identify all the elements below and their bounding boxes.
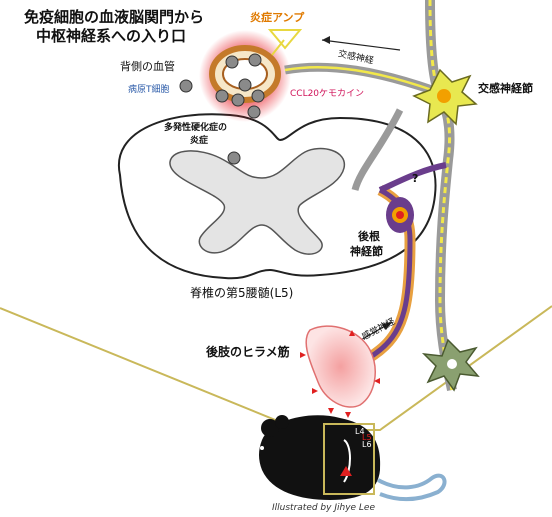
title-line2: 中枢神経系への入り口: [36, 27, 187, 45]
gray-matter: [169, 147, 345, 255]
t-cell: [248, 53, 262, 67]
sympathetic-ganglion-label: 交感神経節: [478, 82, 533, 95]
t-cell: [251, 89, 265, 103]
t-cell: [225, 55, 239, 69]
question-mark: ?: [412, 172, 419, 185]
t-cell: [231, 93, 245, 107]
spinal-cord-label: 脊椎の第5腰髄(L5): [190, 286, 294, 300]
t-cell: [227, 151, 241, 165]
title-line1: 免疫細胞の血液脳関門から: [24, 8, 205, 26]
amp-symbol: [267, 29, 303, 56]
ms-inflammation-label-1: 多発性硬化症の: [164, 123, 228, 133]
ccl20-label: CCL20ケモカイン: [290, 89, 365, 99]
inflammation-amp-label: 炎症アンプ: [250, 11, 305, 24]
l4-label: L4: [355, 427, 365, 436]
drg-label-2: 神経節: [350, 245, 383, 258]
lower-neuron: [421, 338, 480, 392]
mouse: [259, 415, 447, 501]
sympathetic-trunk: [284, 0, 457, 391]
sympathetic-arrow: [321, 36, 401, 51]
l5-label: L5: [362, 433, 372, 442]
t-cell: [247, 105, 261, 119]
sympathetic-ganglion: [412, 68, 478, 126]
l6-label: L6: [362, 440, 372, 449]
credit-label: Illustrated by Jihye Lee: [272, 503, 376, 513]
ms-inflammation-label-2: 炎症: [190, 136, 209, 146]
soleus-label: 後肢のヒラメ筋: [206, 345, 290, 359]
drg-label-1: 後根: [358, 230, 380, 243]
pathogenic-t-label: 病原T細胞: [128, 85, 170, 95]
t-cell: [179, 79, 193, 93]
dorsal-vessel-label: 背側の血管: [120, 60, 175, 73]
soleus-muscle: [300, 325, 380, 418]
t-cells: [179, 53, 265, 165]
t-cell: [215, 89, 229, 103]
zoom-box: [323, 423, 375, 495]
t-cell: [238, 78, 252, 92]
